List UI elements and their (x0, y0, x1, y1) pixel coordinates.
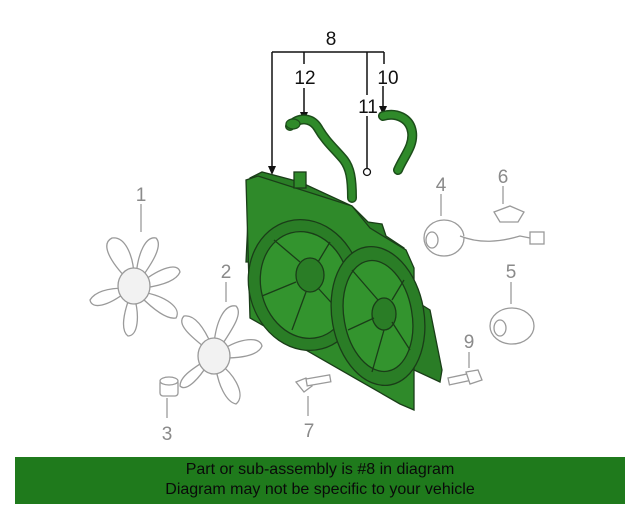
callout-12: 12 (294, 68, 315, 89)
callout-1: 1 (136, 185, 147, 206)
callout-2: 2 (221, 262, 232, 283)
callout-4: 4 (436, 175, 447, 196)
callout-8: 8 (326, 29, 337, 50)
callout-7: 7 (304, 421, 315, 442)
cap-3-icon (159, 376, 179, 397)
banner-line-2: Diagram may not be specific to your vehi… (165, 481, 475, 498)
motor-5-icon (489, 307, 535, 345)
clip-11-icon (362, 167, 372, 177)
callout-11: 11 (358, 97, 378, 118)
callout-8-leader (271, 51, 385, 170)
fan-shroud-icon (245, 171, 443, 411)
banner-line-1: Part or sub-assembly is #8 in diagram (185, 461, 455, 478)
callout-3: 3 (162, 424, 173, 445)
bolt-9-icon (447, 369, 483, 386)
fan-blade-1-icon (89, 237, 181, 337)
connector-6-icon (493, 205, 525, 223)
hose-10-icon (378, 109, 418, 175)
fan-blade-2-icon (179, 305, 263, 405)
gray-leaders (140, 186, 512, 418)
notice-banner: Part or sub-assembly is #8 in diagram Di… (15, 457, 625, 504)
callout-6: 6 (498, 167, 509, 188)
callout-10: 10 (377, 68, 398, 89)
callout-9: 9 (464, 332, 475, 353)
callout-5: 5 (506, 262, 517, 283)
hose-12-icon (285, 114, 357, 203)
bolt-7-icon (294, 374, 332, 393)
motor-4-icon (423, 219, 545, 257)
parts-diagram: 8 12 10 11 1 2 3 4 5 6 7 9 (89, 29, 545, 445)
